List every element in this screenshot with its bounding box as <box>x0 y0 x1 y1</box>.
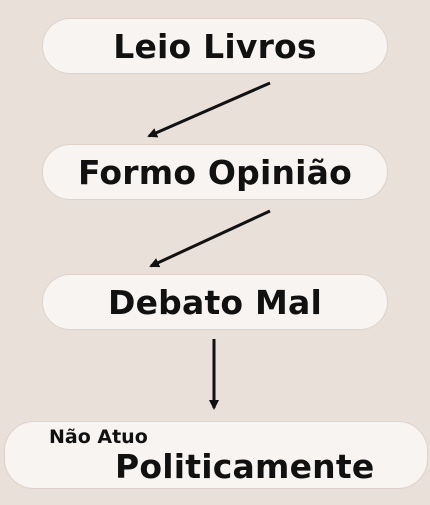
step-form-opinion-box: Formo Opinião <box>42 144 388 200</box>
arrow-step1-to-step2 <box>147 81 271 138</box>
step-debate-badly-box: Debato Mal <box>42 274 388 330</box>
step-read-books-box: Leio Livros <box>42 18 388 74</box>
arrow-step2-to-step3 <box>149 209 271 268</box>
step-no-political-action-box: Não Atuo Politicamente <box>4 421 428 489</box>
step-form-opinion-label: Formo Opinião <box>77 152 353 192</box>
step-debate-badly-label: Debato Mal <box>107 282 323 322</box>
step-no-political-action-top-label: Não Atuo <box>49 426 148 448</box>
step-no-political-action-label: Politicamente <box>115 447 375 486</box>
step-read-books-label: Leio Livros <box>113 26 317 66</box>
